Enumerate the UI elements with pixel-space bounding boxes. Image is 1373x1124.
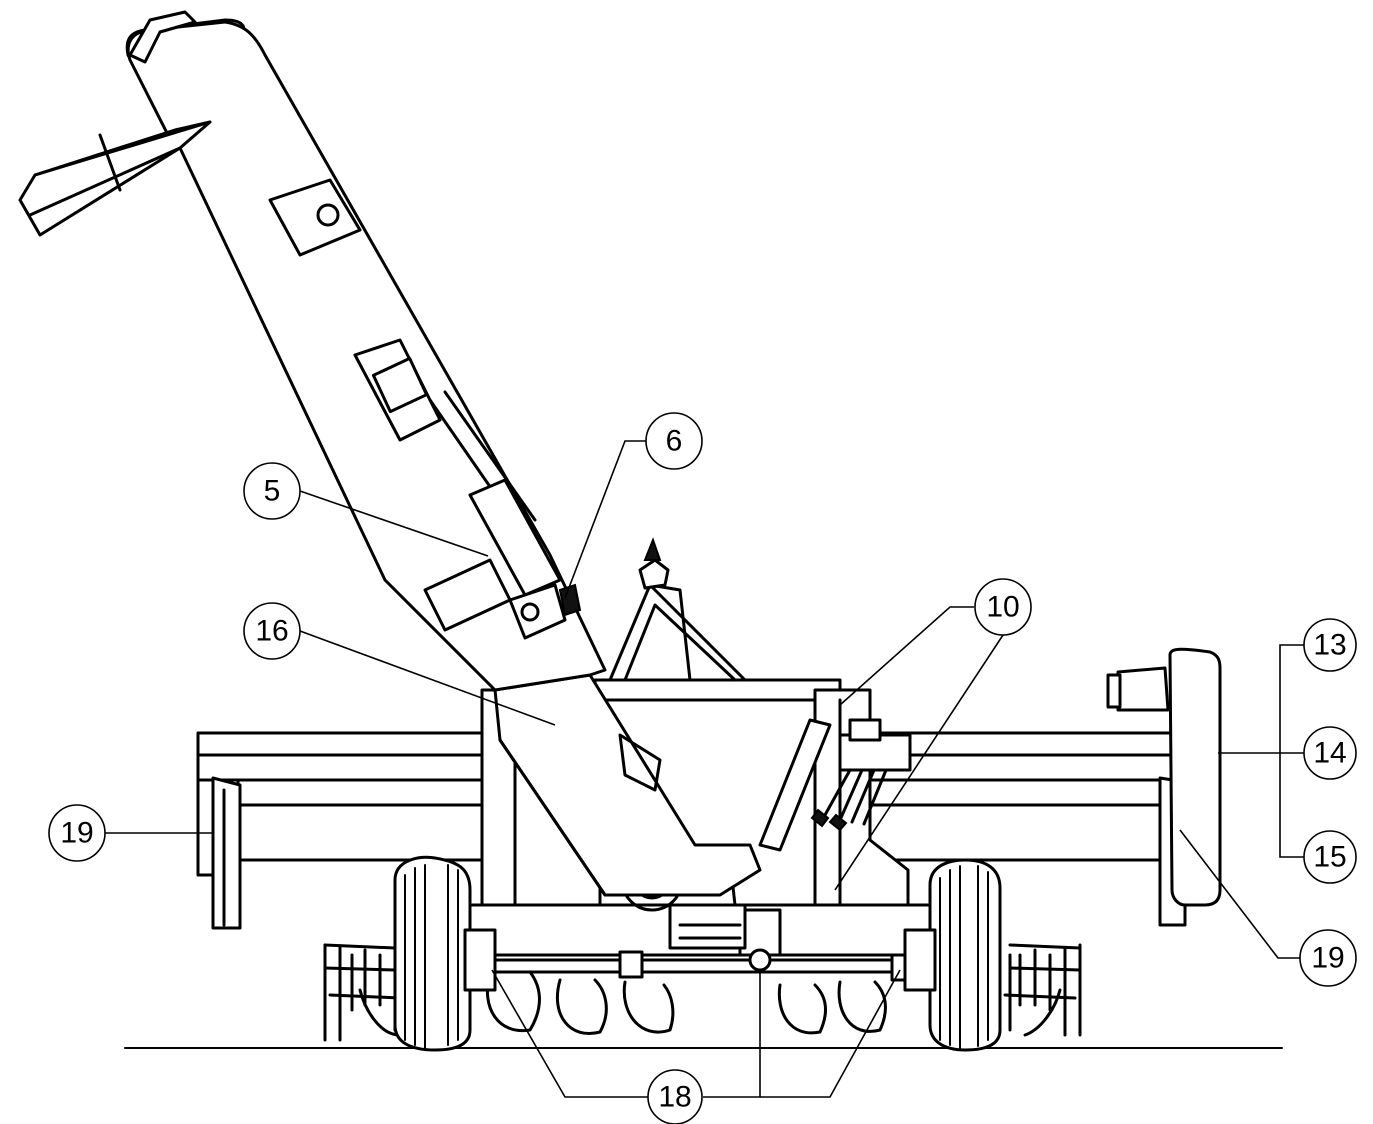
callout-15: 15	[1303, 830, 1357, 884]
callout-6: 6	[645, 412, 703, 470]
callout-14-label: 14	[1313, 737, 1346, 770]
callout-13-label: 13	[1313, 629, 1346, 662]
callout-10-label: 10	[986, 591, 1019, 624]
callout-14: 14	[1303, 726, 1357, 780]
callout-6-label: 6	[666, 425, 683, 458]
left-rake	[323, 943, 402, 1042]
left-end-plate	[211, 776, 242, 930]
callout-13: 13	[1303, 618, 1357, 672]
callout-5-label: 5	[264, 475, 281, 508]
right-wheel	[903, 858, 1002, 1052]
left-wheel	[393, 855, 497, 1052]
callout-leaders	[105, 440, 1305, 1098]
callout-16-label: 16	[255, 615, 288, 648]
boom-base	[493, 673, 762, 897]
discharge-boom	[18, 10, 607, 692]
callout-19-right-label: 19	[1311, 942, 1344, 975]
lower-crossbar	[468, 903, 932, 982]
callout-19-left-label: 19	[60, 817, 93, 850]
right-rake	[1003, 943, 1082, 1037]
callout-19-right: 19	[1299, 929, 1357, 987]
right-end-plate	[1106, 647, 1222, 927]
callout-5: 5	[243, 462, 301, 520]
top-linkage	[608, 537, 747, 682]
callout-10: 10	[974, 578, 1032, 636]
callout-15-label: 15	[1313, 841, 1346, 874]
callout-16: 16	[243, 602, 301, 660]
callout-19-left: 19	[48, 804, 106, 862]
brace-and-valve	[758, 718, 912, 852]
callout-18-label: 18	[658, 1081, 691, 1114]
callout-18: 18	[647, 1069, 703, 1124]
